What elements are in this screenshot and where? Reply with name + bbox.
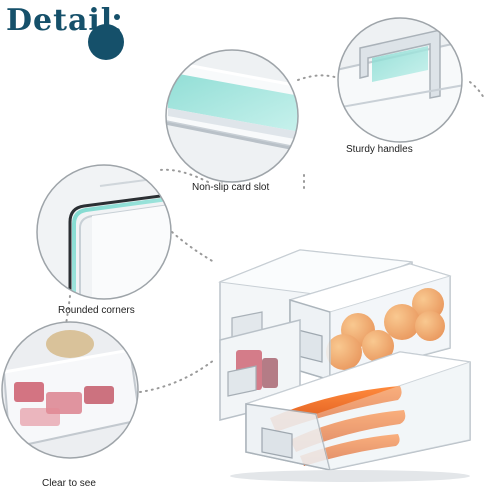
product-image-stacked-drawers xyxy=(218,249,471,482)
caption-clear-to-see: Clear to see xyxy=(42,478,96,489)
caption-rounded-corners: Rounded corners xyxy=(58,305,135,316)
dotted-connectors xyxy=(65,74,486,393)
caption-card-slot: Non-slip card slot xyxy=(192,182,270,193)
callout-rounded-corners-image xyxy=(36,164,172,300)
oranges xyxy=(326,288,445,370)
callout-card-slot-image xyxy=(165,49,299,183)
accent-dot xyxy=(88,24,124,60)
caption-handles: Sturdy handles xyxy=(346,144,413,155)
callout-clear-to-see-image xyxy=(1,321,139,459)
callout-handles-image xyxy=(337,17,463,143)
